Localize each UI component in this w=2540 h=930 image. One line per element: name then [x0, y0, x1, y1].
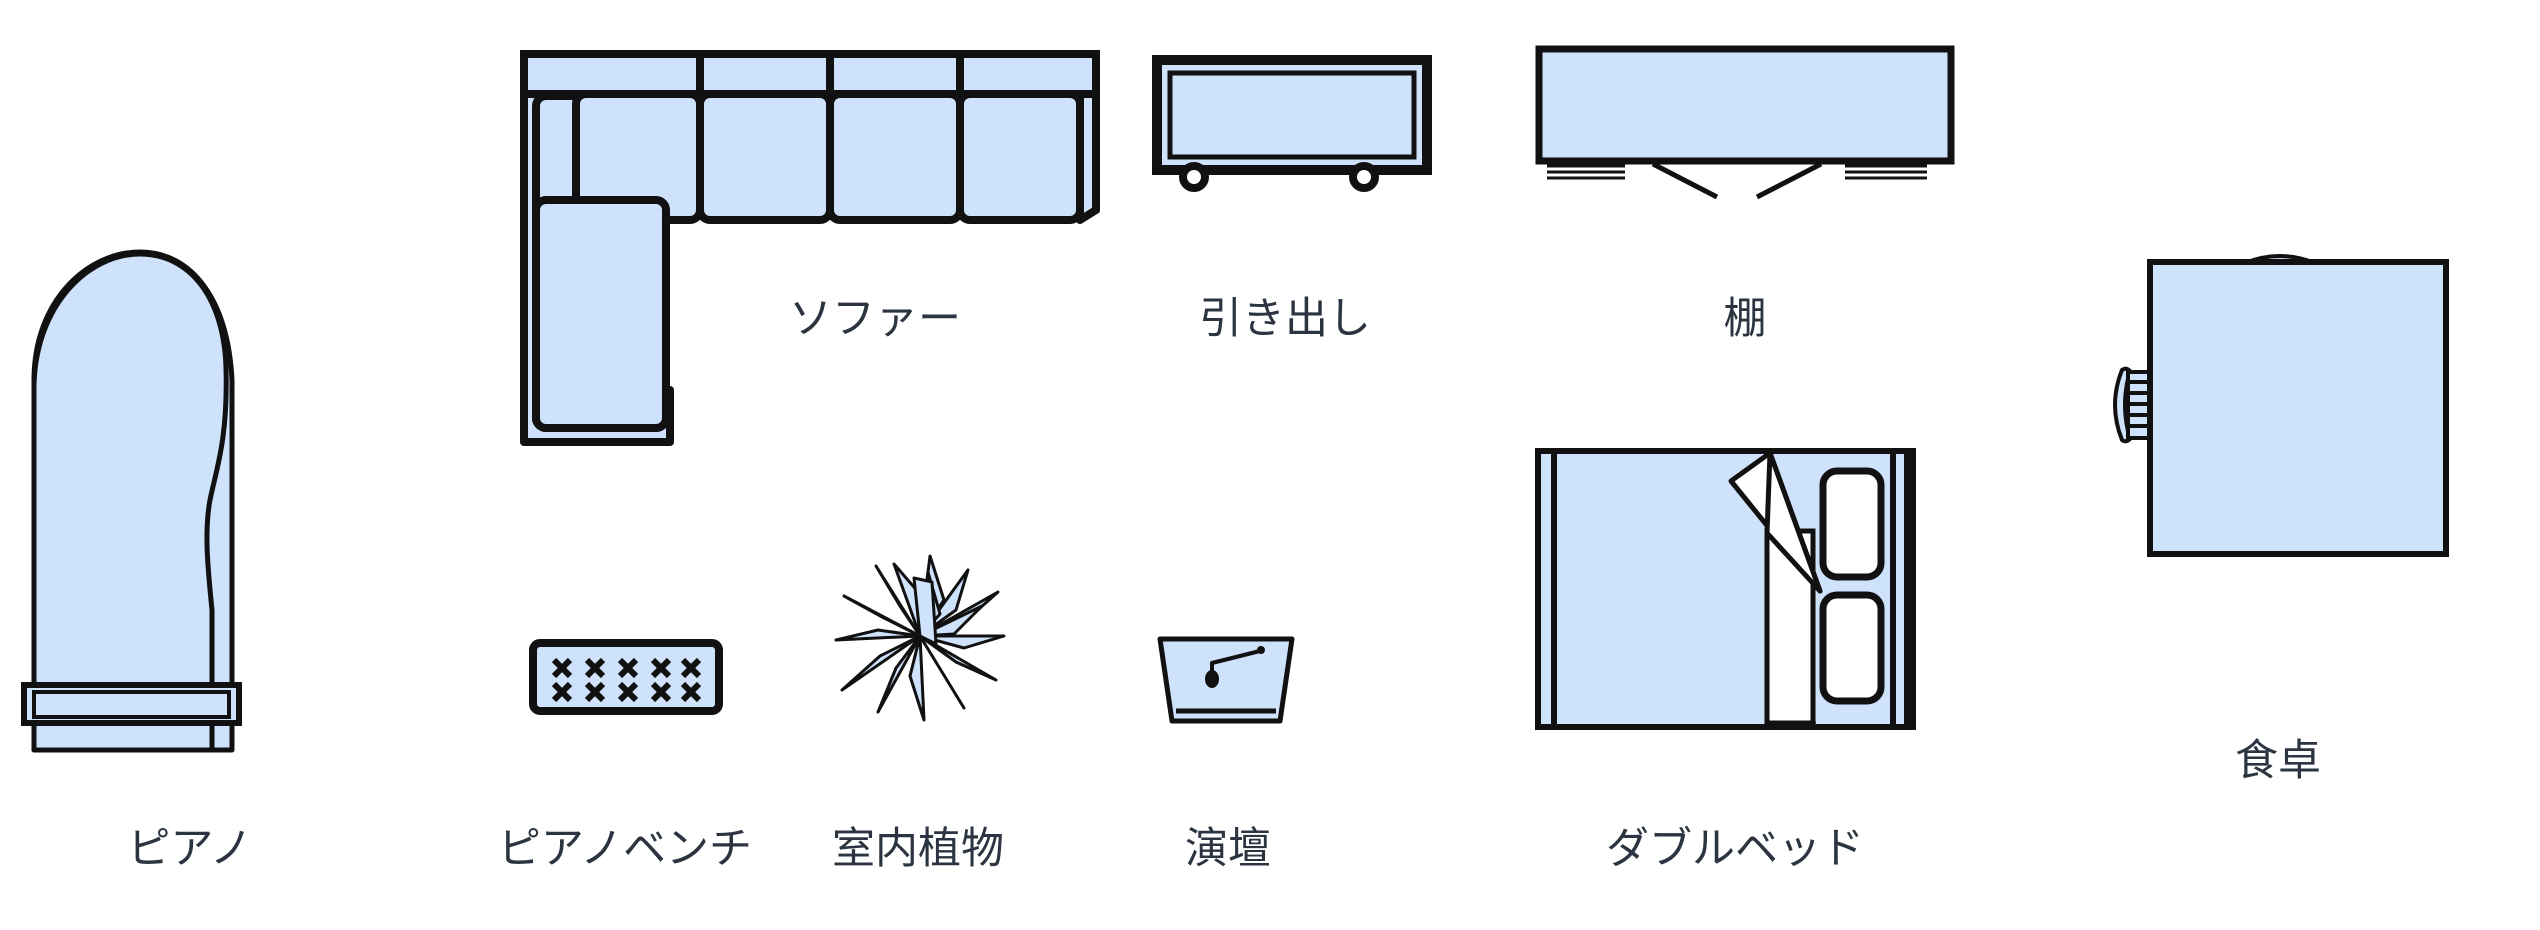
houseplant-label: 室内植物	[832, 824, 1004, 874]
houseplant-plan-icon	[834, 554, 1006, 722]
podium-symbol[interactable]	[1156, 635, 1296, 727]
shelf-label: 棚	[1723, 294, 1767, 344]
dining-table-symbol[interactable]	[2070, 205, 2490, 605]
square-dining-table-four-chairs-icon	[2113, 254, 2449, 557]
grand-piano-plan-icon	[21, 249, 242, 753]
shelf-plan-icon	[1535, 45, 1955, 200]
sectional-sofa-plan-icon	[520, 50, 1100, 446]
podium-plan-icon	[1157, 636, 1295, 724]
double-bed-symbol[interactable]	[1535, 445, 1935, 735]
piano-bench-symbol[interactable]	[528, 638, 724, 716]
sofa-symbol[interactable]	[520, 50, 1100, 450]
pillow-bottom	[1819, 591, 1885, 705]
double-bed-plan-icon	[1535, 448, 1916, 730]
piano-bench-plan-icon	[529, 639, 723, 715]
piano-label: ピアノ	[127, 824, 253, 874]
pillow-top	[1819, 467, 1885, 581]
sofa-label: ソファー	[789, 294, 961, 344]
shelf-symbol[interactable]	[1535, 45, 1955, 215]
piano-symbol[interactable]	[10, 140, 260, 753]
drawer-chest-plan-icon	[1152, 55, 1432, 192]
podium-label: 演壇	[1185, 824, 1271, 874]
drawer-label: 引き出し	[1199, 294, 1371, 344]
drawer-symbol[interactable]	[1152, 55, 1432, 195]
piano-bench-label: ピアノベンチ	[497, 824, 753, 874]
houseplant-symbol[interactable]	[832, 548, 1007, 723]
dining-table-label: 食卓	[2235, 736, 2321, 786]
double-bed-label: ダブルベッド	[1606, 824, 1864, 874]
